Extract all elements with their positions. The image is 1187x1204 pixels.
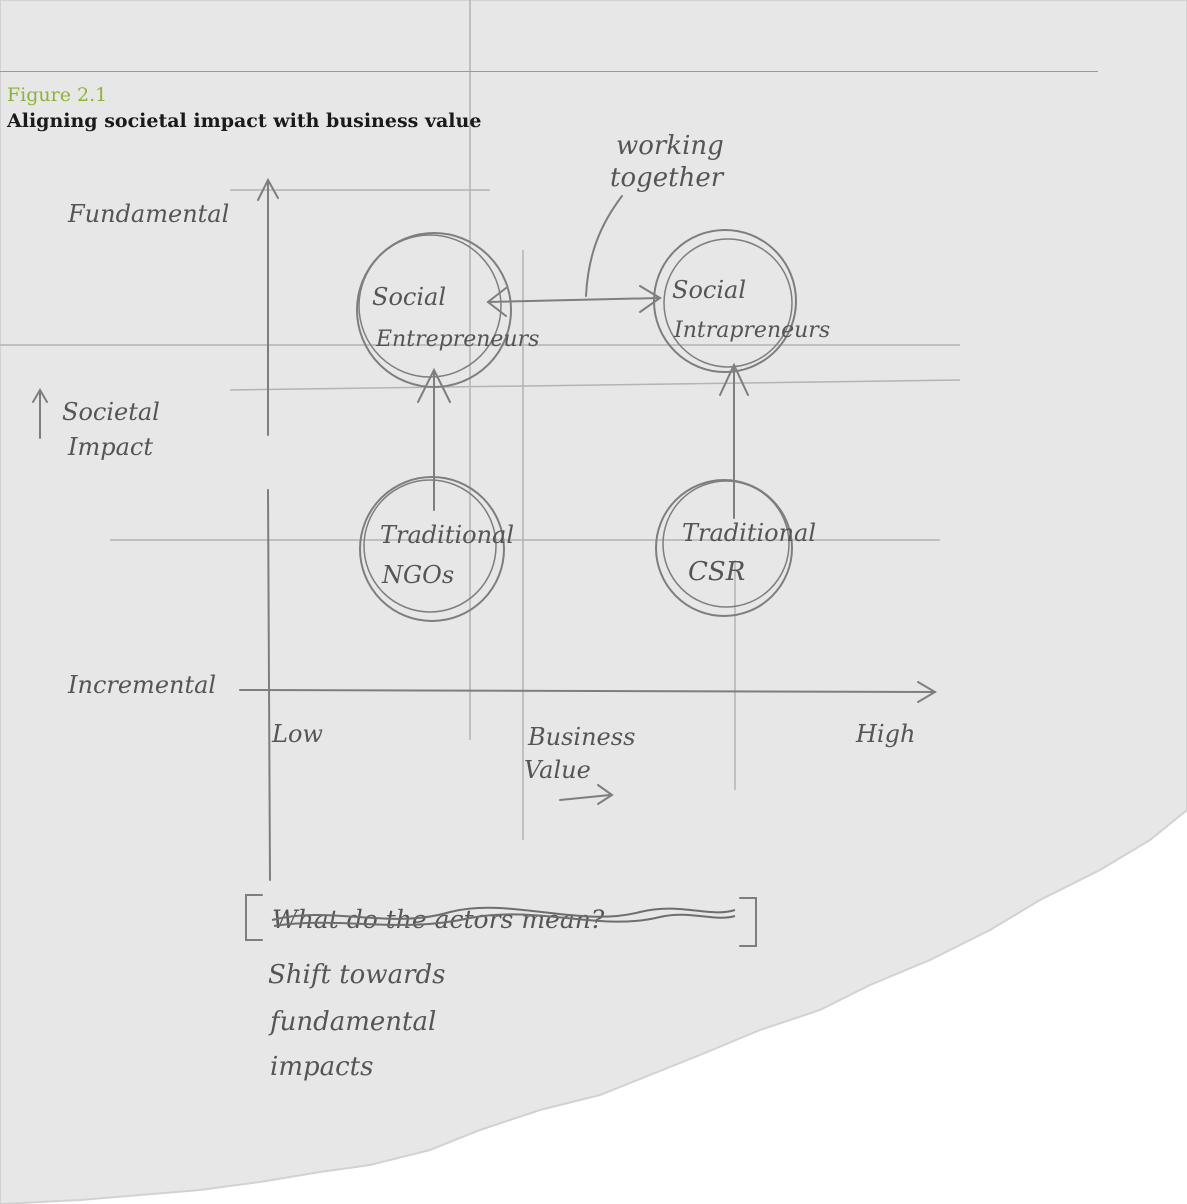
node-label-line2: Intrapreneurs <box>673 318 830 343</box>
node-circle-traditional-ngos <box>359 476 505 622</box>
node-label-line2: NGOs <box>381 561 454 589</box>
x-axis-left-label: Low <box>271 720 323 748</box>
y-axis-top-label: Fundamental <box>67 200 229 228</box>
working-together-arrowhead-right <box>639 285 662 313</box>
annotation-line2: together <box>610 163 725 193</box>
bracket-right <box>739 897 757 947</box>
figure-title: Aligning societal impact with business v… <box>7 110 482 132</box>
x-axis-label-line2: Value <box>524 756 591 784</box>
y-axis-arrowhead <box>257 177 279 201</box>
business-value-arrowhead <box>597 784 614 805</box>
x-axis-arrowhead <box>917 681 937 703</box>
node-label-line1: Social <box>672 276 746 304</box>
note-line2: fundamental <box>268 1007 436 1037</box>
y-axis-bottom-label: Incremental <box>67 671 216 699</box>
annotation-line1: working <box>616 131 724 161</box>
grid-line <box>229 379 961 391</box>
bracket-left <box>245 894 263 941</box>
strikethrough-scribble <box>271 906 736 927</box>
node-label-line2: Entrepreneurs <box>375 327 539 352</box>
node-label-line1: Social <box>372 283 446 311</box>
working-together-arrowhead-left <box>486 287 507 317</box>
working-together-arrow <box>487 297 661 303</box>
hand-labels: Fundamental Incremental Societal Impact … <box>62 131 915 1082</box>
x-axis-label-line1: Business <box>527 723 635 751</box>
node-label-line1: Traditional <box>380 521 514 549</box>
y-axis-line <box>267 489 271 881</box>
societal-impact-arrowhead <box>32 388 48 403</box>
ngo-to-entrepreneur-arrowhead <box>417 367 451 403</box>
x-axis-line <box>239 689 936 693</box>
crossed-out-text: What do the actors mean? <box>272 905 605 934</box>
x-axis-right-label: High <box>855 720 915 748</box>
y-axis-label-line2: Impact <box>67 433 153 461</box>
y-axis-label-line1: Societal <box>62 398 160 426</box>
node-label-line1: Traditional <box>682 519 816 547</box>
working-together-pointer <box>585 195 623 297</box>
node-label-line2: CSR <box>688 557 745 587</box>
note-line3: impacts <box>270 1052 373 1082</box>
business-value-arrow <box>559 794 611 801</box>
title-rule <box>0 71 1098 72</box>
note-line1: Shift towards <box>268 960 445 990</box>
csr-to-intrapreneur-arrowhead <box>719 362 749 396</box>
figure-number: Figure 2.1 <box>7 84 108 106</box>
node-circle-traditional-csr <box>655 479 793 617</box>
